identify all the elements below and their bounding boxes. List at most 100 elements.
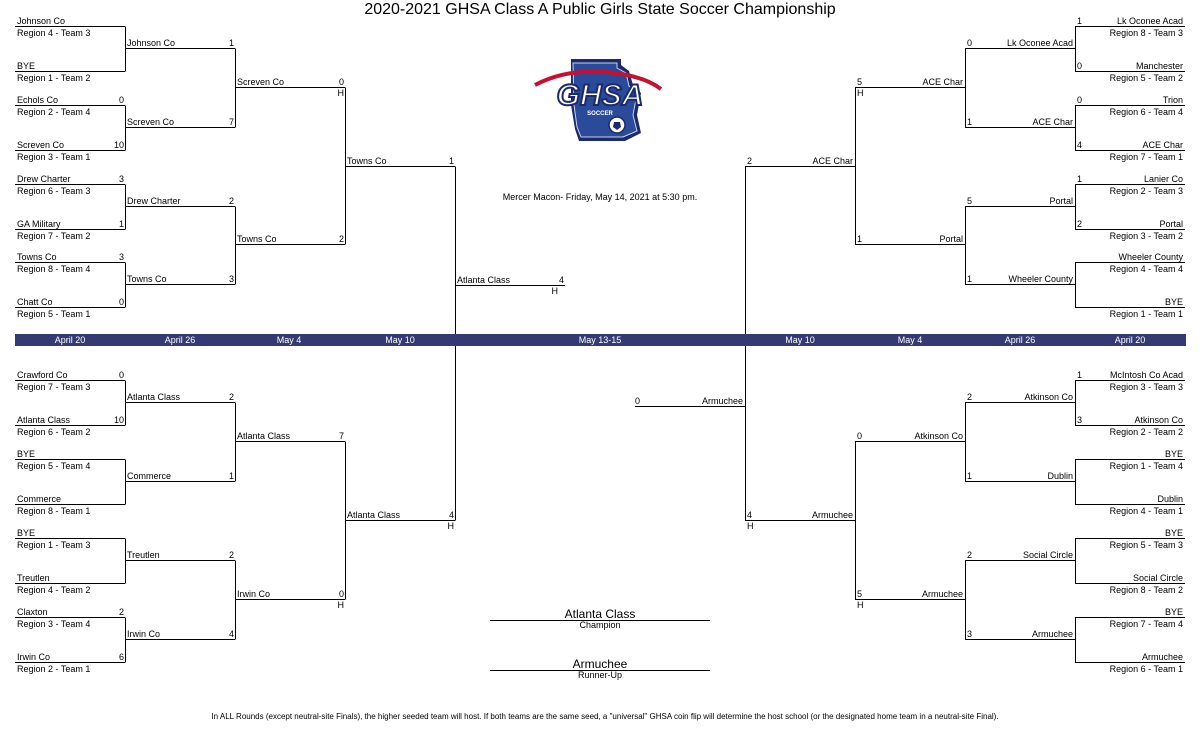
team-seed: Region 2 - Team 3 <box>1109 186 1183 196</box>
team-score: 3 <box>1077 415 1083 425</box>
team-score: 2 <box>1077 219 1083 229</box>
team-score: 1 <box>1077 16 1083 26</box>
date-label: May 4 <box>276 335 302 345</box>
team-score: 2 <box>747 156 753 166</box>
team-seed: Region 6 - Team 2 <box>17 427 91 437</box>
team-name: Commerce <box>127 471 172 481</box>
team-seed: Region 1 - Team 4 <box>1109 461 1183 471</box>
date-label: May 4 <box>897 335 923 345</box>
team-seed: Region 7 - Team 1 <box>1109 152 1183 162</box>
team-score: 0 <box>338 77 344 87</box>
team-score: 0 <box>118 95 124 105</box>
team-name: Treutlen <box>17 573 50 583</box>
team-score: 1 <box>857 234 863 244</box>
team-name: BYE <box>1164 297 1183 307</box>
team-score: 6 <box>118 652 124 662</box>
team-score: 7 <box>338 431 344 441</box>
team-name: Armuchee <box>921 589 963 599</box>
team-name: Atkinson Co <box>1024 392 1073 402</box>
team-name: Social Circle <box>1132 573 1183 583</box>
team-name: Social Circle <box>1022 550 1073 560</box>
team-score: 0 <box>967 38 973 48</box>
team-seed: Region 5 - Team 3 <box>1109 540 1183 550</box>
team-name: Portal <box>1159 219 1183 229</box>
team-seed: Region 4 - Team 3 <box>17 28 91 38</box>
team-name: Irwin Co <box>17 652 51 662</box>
team-score: 0 <box>338 589 344 599</box>
home-indicator: H <box>551 286 559 296</box>
date-label: May 10 <box>385 335 415 345</box>
team-score: 4 <box>448 510 454 520</box>
team-seed: Region 4 - Team 4 <box>1109 264 1183 274</box>
team-seed: Region 6 - Team 1 <box>1109 664 1183 674</box>
team-score: 3 <box>118 174 124 184</box>
team-score: 0 <box>635 396 641 406</box>
team-name: Screven Co <box>237 77 285 87</box>
home-indicator: H <box>857 88 864 98</box>
team-name: Armuchee <box>701 396 743 406</box>
team-name: Dublin <box>1157 494 1183 504</box>
team-name: Johnson Co <box>127 38 176 48</box>
venue-info: Mercer Macon- Friday, May 14, 2021 at 5:… <box>502 192 698 202</box>
team-name: Armuchee <box>1141 652 1183 662</box>
team-score: 10 <box>113 140 124 150</box>
team-name: Portal <box>939 234 963 244</box>
page-title: 2020-2021 GHSA Class A Public Girls Stat… <box>364 1 836 18</box>
team-name: Towns Co <box>237 234 277 244</box>
team-name: Screven Co <box>127 117 175 127</box>
team-name: Claxton <box>17 607 48 617</box>
team-name: Manchester <box>1135 61 1183 71</box>
team-score: 1 <box>967 117 973 127</box>
team-name: Atlanta Class <box>457 275 511 285</box>
team-name: BYE <box>1164 449 1183 459</box>
team-seed: Region 4 - Team 2 <box>17 585 91 595</box>
date-label: April 26 <box>1004 335 1036 345</box>
team-name: BYE <box>1164 607 1183 617</box>
team-score: 3 <box>228 274 234 284</box>
team-score: 2 <box>228 550 234 560</box>
team-score: 2 <box>228 196 234 206</box>
date-band <box>15 334 1186 346</box>
team-name: Dublin <box>1047 471 1073 481</box>
team-name: BYE <box>17 528 36 538</box>
team-name: Towns Co <box>17 252 57 262</box>
team-score: 2 <box>338 234 344 244</box>
logo-wordmark: GHSA <box>557 79 644 112</box>
team-name: Atlanta Class <box>127 392 181 402</box>
team-name: Lk Oconee Acad <box>1006 38 1073 48</box>
team-score: 3 <box>118 252 124 262</box>
team-name: Chatt Co <box>17 297 53 307</box>
team-seed: Region 8 - Team 1 <box>17 506 91 516</box>
team-seed: Region 6 - Team 4 <box>1109 107 1183 117</box>
team-seed: Region 1 - Team 2 <box>17 73 91 83</box>
runner-up-label: Runner-Up <box>577 670 623 680</box>
team-seed: Region 6 - Team 3 <box>17 186 91 196</box>
team-name: Crawford Co <box>17 370 68 380</box>
team-score: 0 <box>1077 95 1083 105</box>
team-seed: Region 8 - Team 3 <box>1109 28 1183 38</box>
team-name: McIntosh Co Acad <box>1109 370 1183 380</box>
team-seed: Region 8 - Team 4 <box>17 264 91 274</box>
team-name: ACE Char <box>1032 117 1073 127</box>
date-label: May 13-15 <box>578 335 622 345</box>
team-score: 3 <box>967 629 973 639</box>
ghsa-soccer-logo: GHSA SOCCER <box>529 55 671 145</box>
team-name: Irwin Co <box>237 589 271 599</box>
footer-note: In ALL Rounds (except neutral-site Final… <box>211 712 999 721</box>
team-score: 2 <box>967 550 973 560</box>
team-seed: Region 2 - Team 2 <box>1109 427 1183 437</box>
team-seed: Region 7 - Team 2 <box>17 231 91 241</box>
team-name: Treutlen <box>127 550 160 560</box>
team-score: 2 <box>228 392 234 402</box>
team-score: 1 <box>967 274 973 284</box>
team-score: 1 <box>1077 174 1083 184</box>
team-name: Armuchee <box>1031 629 1073 639</box>
team-score: 0 <box>857 431 863 441</box>
team-name: Johnson Co <box>17 16 66 26</box>
team-name: GA Military <box>17 219 61 229</box>
home-indicator: H <box>337 88 345 98</box>
team-name: Atlanta Class <box>17 415 71 425</box>
team-score: 10 <box>113 415 124 425</box>
team-score: 4 <box>1077 140 1083 150</box>
